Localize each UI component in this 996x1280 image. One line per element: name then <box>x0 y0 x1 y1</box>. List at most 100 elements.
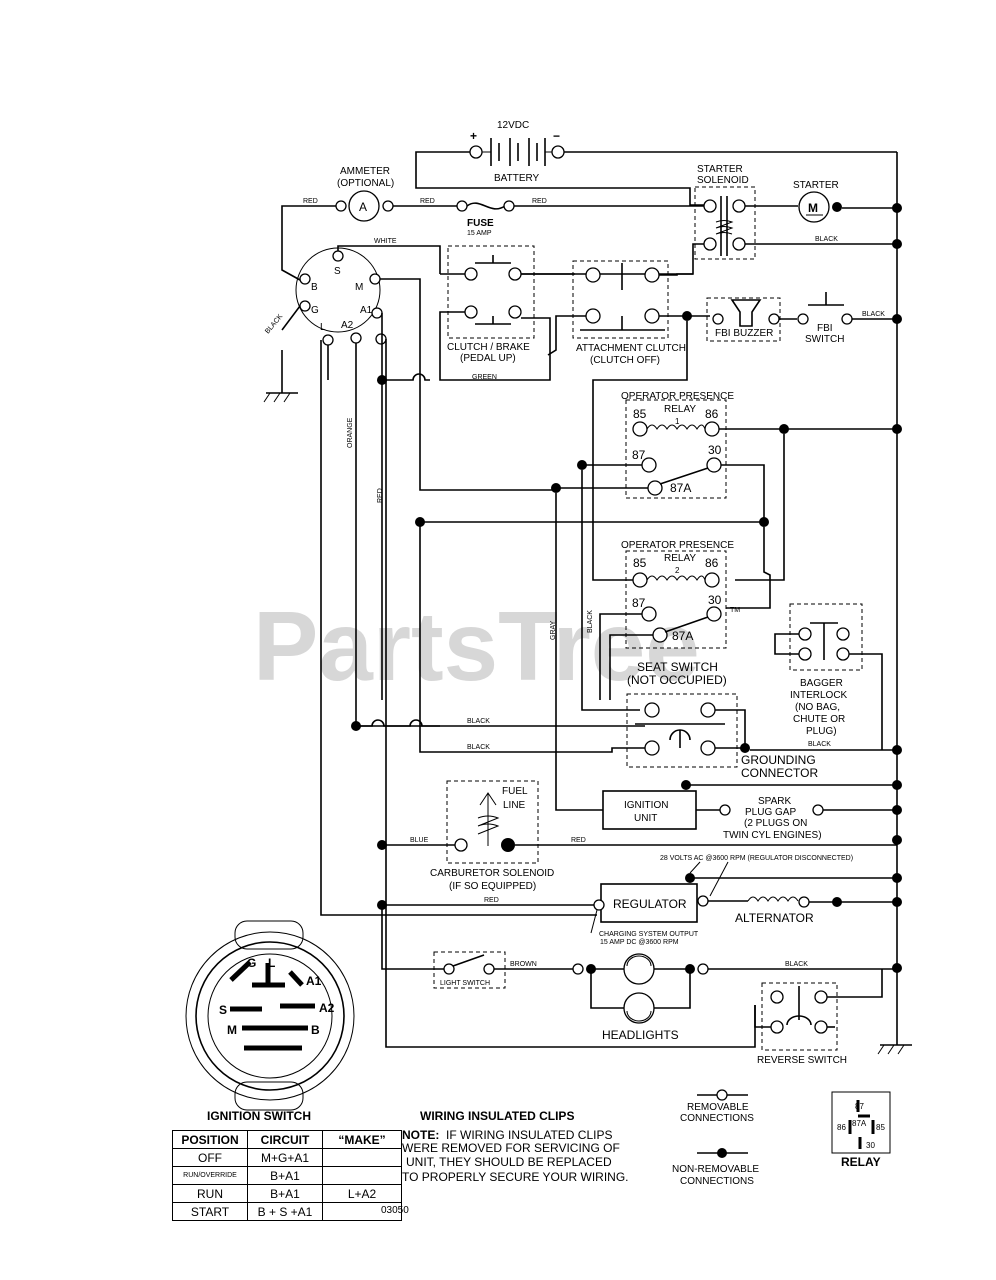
spark-plug-gap: SPARK PLUG GAP (2 PLUGS ON TWIN CYL ENGI… <box>723 796 822 841</box>
svg-text:FBI: FBI <box>817 323 833 334</box>
svg-text:CHUTE OR: CHUTE OR <box>793 714 845 725</box>
svg-text:M: M <box>355 282 363 293</box>
carburetor-solenoid: FUEL LINE CARBURETOR SOLENOID (IF SO EQU… <box>430 780 554 892</box>
svg-text:STARTER: STARTER <box>793 180 839 191</box>
svg-text:86: 86 <box>705 556 719 570</box>
svg-text:87A: 87A <box>672 629 693 643</box>
svg-text:CONNECTIONS: CONNECTIONS <box>680 1113 754 1124</box>
svg-text:BLACK: BLACK <box>264 313 284 335</box>
table-row: RUN/OVERRIDE B+A1 <box>172 1166 402 1185</box>
bagger-interlock: BAGGER INTERLOCK (NO BAG, CHUTE OR PLUG) <box>789 603 863 737</box>
attachment-clutch-switch: ATTACHMENT CLUTCH (CLUTCH OFF) <box>572 260 686 366</box>
svg-text:B: B <box>311 282 318 293</box>
svg-text:STARTER: STARTER <box>697 164 743 175</box>
svg-text:BLACK: BLACK <box>815 236 838 243</box>
svg-text:OPERATOR PRESENCE: OPERATOR PRESENCE <box>621 540 734 551</box>
svg-text:RELAY: RELAY <box>841 1155 881 1169</box>
relay-legend: 87 87A 86 85 30 RELAY <box>831 1091 891 1169</box>
svg-text:A: A <box>359 200 367 214</box>
svg-text:+: + <box>470 129 477 143</box>
svg-text:RED: RED <box>420 198 435 205</box>
watermark-tm: TM <box>730 607 740 614</box>
svg-text:BLACK: BLACK <box>862 311 885 318</box>
svg-text:(2 PLUGS ON: (2 PLUGS ON <box>744 818 807 829</box>
svg-text:87A: 87A <box>852 1119 867 1128</box>
svg-text:CHARGING SYSTEM OUTPUT: CHARGING SYSTEM OUTPUT <box>599 931 699 938</box>
svg-text:LIGHT SWITCH: LIGHT SWITCH <box>440 980 490 987</box>
svg-text:2: 2 <box>675 566 680 575</box>
svg-text:INTERLOCK: INTERLOCK <box>790 690 848 701</box>
clutch-brake-switch: CLUTCH / BRAKE (PEDAL UP) <box>447 245 535 364</box>
svg-text:OPERATOR PRESENCE: OPERATOR PRESENCE <box>621 391 734 402</box>
ignition-terminal-block: S B M G A1 L A2 <box>295 247 387 346</box>
svg-text:RED: RED <box>532 198 547 205</box>
svg-text:REGULATOR: REGULATOR <box>613 897 687 911</box>
svg-text:FBI BUZZER: FBI BUZZER <box>715 328 773 339</box>
svg-text:WHITE: WHITE <box>374 238 397 245</box>
svg-text:TWIN CYL ENGINES): TWIN CYL ENGINES) <box>723 830 822 841</box>
svg-text:M: M <box>808 201 818 215</box>
svg-text:BLACK: BLACK <box>587 610 594 633</box>
svg-text:CONNECTIONS: CONNECTIONS <box>680 1176 754 1187</box>
svg-text:IF WIRING INSULATED CLIPS: IF WIRING INSULATED CLIPS <box>446 1128 612 1142</box>
svg-text:BLACK: BLACK <box>467 718 490 725</box>
svg-text:WERE REMOVED FOR SERVICING OF: WERE REMOVED FOR SERVICING OF <box>402 1141 620 1155</box>
svg-text:BAGGER: BAGGER <box>800 678 843 689</box>
svg-text:HEADLIGHTS: HEADLIGHTS <box>602 1028 679 1042</box>
svg-text:UNIT: UNIT <box>634 813 657 824</box>
svg-text:G: G <box>247 956 256 970</box>
svg-text:A1: A1 <box>306 974 322 988</box>
regulator: REGULATOR 28 VOLTS AC @3600 RPM (REGULAT… <box>590 855 853 946</box>
svg-text:BROWN: BROWN <box>510 961 537 968</box>
svg-text:87: 87 <box>632 448 646 462</box>
svg-text:S: S <box>219 1003 227 1017</box>
ignition-position-table: POSITION CIRCUIT “MAKE” OFF M+G+A1 RUN/O… <box>172 1130 402 1221</box>
svg-text:FUEL: FUEL <box>502 786 528 797</box>
table-header-row: POSITION CIRCUIT “MAKE” <box>172 1130 402 1149</box>
svg-text:85: 85 <box>876 1123 885 1132</box>
table-cell <box>322 1148 402 1167</box>
ground-symbol-left <box>263 350 298 403</box>
ignition-switch-face: G L A1 A2 S M B <box>185 920 355 1111</box>
starter-solenoid: STARTER SOLENOID <box>694 164 756 260</box>
svg-text:IGNITION: IGNITION <box>624 800 668 811</box>
table-header: CIRCUIT <box>247 1130 323 1149</box>
table-header: POSITION <box>172 1130 248 1149</box>
svg-text:15 AMP DC @3600 RPM: 15 AMP DC @3600 RPM <box>600 939 679 946</box>
svg-text:REVERSE SWITCH: REVERSE SWITCH <box>757 1055 847 1066</box>
ignition-unit: IGNITION UNIT <box>602 790 697 830</box>
crossovers <box>356 373 440 727</box>
svg-text:ORANGE: ORANGE <box>347 417 354 448</box>
svg-text:BLACK: BLACK <box>808 741 831 748</box>
svg-text:12VDC: 12VDC <box>497 120 529 131</box>
starter-motor: M STARTER <box>793 180 897 223</box>
svg-text:86: 86 <box>705 407 719 421</box>
svg-text:RELAY: RELAY <box>664 404 696 415</box>
table-header: “MAKE” <box>322 1130 402 1149</box>
watermark: PartsTree <box>253 591 700 701</box>
svg-text:15 AMP: 15 AMP <box>467 230 492 237</box>
svg-text:RED: RED <box>303 198 318 205</box>
table-cell: START <box>172 1202 248 1221</box>
svg-text:A1: A1 <box>360 305 373 316</box>
table-cell: RUN <box>172 1184 248 1203</box>
svg-text:RED: RED <box>571 837 586 844</box>
table-cell: M+G+A1 <box>247 1148 323 1167</box>
svg-text:REMOVABLE: REMOVABLE <box>687 1102 749 1113</box>
svg-text:(CLUTCH OFF): (CLUTCH OFF) <box>590 355 660 366</box>
svg-text:A2: A2 <box>341 320 354 331</box>
table-cell <box>322 1202 402 1221</box>
reverse-switch: REVERSE SWITCH <box>757 982 847 1066</box>
svg-text:G: G <box>311 305 319 316</box>
svg-text:FUSE: FUSE <box>467 218 494 229</box>
svg-text:CONNECTOR: CONNECTOR <box>741 766 818 780</box>
light-switch: LIGHT SWITCH <box>433 951 506 989</box>
ground-symbol-right <box>877 1044 912 1055</box>
svg-text:1: 1 <box>675 417 680 426</box>
svg-text:87: 87 <box>855 1102 864 1111</box>
svg-text:CLUTCH / BRAKE: CLUTCH / BRAKE <box>447 342 530 353</box>
svg-text:RELAY: RELAY <box>664 553 696 564</box>
table-row: START B + S +A1 <box>172 1202 402 1221</box>
svg-text:A2: A2 <box>319 1001 335 1015</box>
